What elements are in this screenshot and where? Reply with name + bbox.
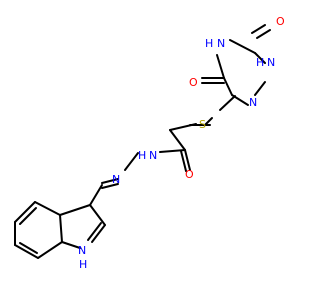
bond [89,184,103,206]
atom-n-imine: N [112,173,120,186]
bond [87,222,102,241]
bond [14,244,39,259]
bond [254,81,266,96]
bond [34,201,61,216]
bond [159,149,186,153]
bond [184,149,191,171]
bond [91,224,106,243]
bond [19,242,38,254]
atom-n-indole: N [78,244,86,257]
bond [216,54,225,79]
bond [59,204,91,216]
atom-nh-ring-right-h: H [256,56,264,69]
bond [169,129,186,151]
atom-n-hydrazide: N [149,149,157,162]
bond [219,95,236,111]
bond [180,150,187,172]
atom-n-ring: H [205,37,213,50]
bond [229,39,256,54]
atom-n-ring-lower: N [249,96,257,109]
bond [169,123,197,131]
bond [37,241,63,259]
atom-o-top: O [276,15,285,28]
bonds [14,24,271,259]
bond [19,207,37,225]
atom-o-amide: O [185,168,194,181]
atom-n-ring-right: N [267,56,275,69]
atom-s-thioether: S [199,118,206,131]
atom-n-ring-h: N [217,37,225,50]
bond [223,77,233,96]
atom-h-indole: H [79,258,87,271]
bond [124,152,139,171]
bond [61,241,81,249]
atom-n-hydrazide-h: H [138,149,146,162]
molecule-structure: O H N H N O N S H N O N N H [14,15,285,271]
bond [59,214,63,243]
bond [254,52,266,64]
bond [204,117,213,126]
bond [101,178,119,184]
bond [256,29,271,39]
atom-labels: O H N H N O N S H N O N N H [78,15,285,271]
bond [89,204,106,226]
bond [14,201,36,223]
atom-o-left: O [189,76,198,89]
bond [101,183,119,189]
bond [251,24,266,34]
